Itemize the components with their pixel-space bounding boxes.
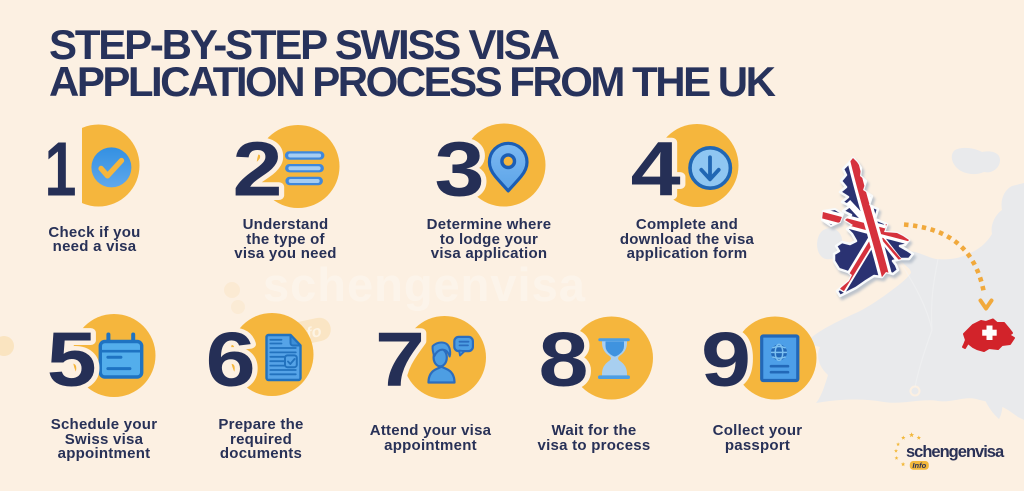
svg-text:9: 9 <box>701 317 751 403</box>
svg-text:schengenvisa: schengenvisa <box>263 258 586 311</box>
svg-text:2: 2 <box>233 127 283 213</box>
svg-text:7: 7 <box>375 317 425 403</box>
svg-text:4: 4 <box>631 127 681 213</box>
svg-text:8: 8 <box>539 317 589 403</box>
svg-text:Info: Info <box>912 461 926 470</box>
svg-text:5: 5 <box>47 317 97 403</box>
svg-text:6: 6 <box>206 317 256 403</box>
svg-text:schengenvisa: schengenvisa <box>906 443 1005 461</box>
svg-text:3: 3 <box>435 127 485 213</box>
svg-text:1: 1 <box>45 127 77 213</box>
